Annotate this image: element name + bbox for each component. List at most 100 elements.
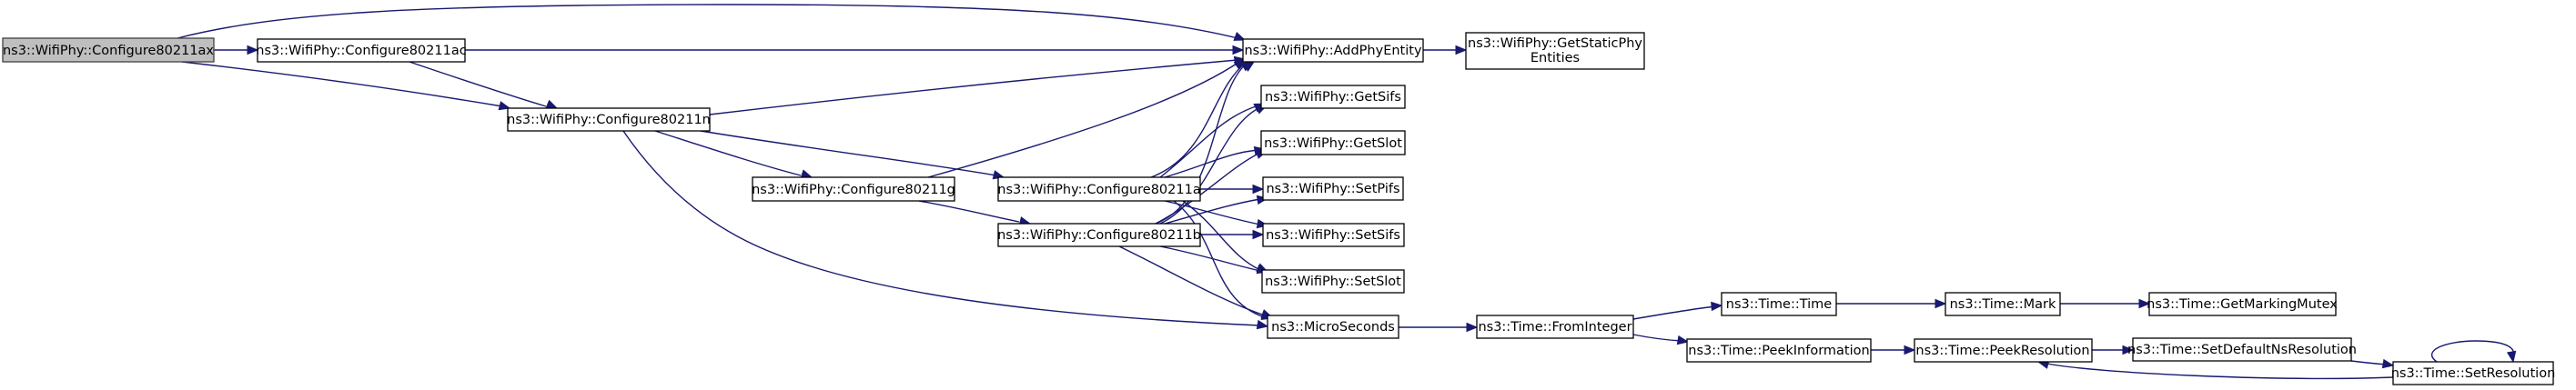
edge-mark-to-getmarkingmutex [2060,298,2151,309]
edge-setresolution-to-peekresolution [2036,359,2394,380]
node-peekinformation[interactable]: ns3::Time::PeekInformation [1686,338,1872,363]
node-label: ns3::WifiPhy::Configure80211n [507,113,711,127]
node-label: ns3::Time::GetMarkingMutex [2147,297,2338,312]
node-configure80211a[interactable]: ns3::WifiPhy::Configure80211a [997,176,1201,202]
node-setdefaultnsresolution[interactable]: ns3::Time::SetDefaultNsResolution [2127,337,2357,362]
edge-configure80211ax-to-configure80211n [181,61,511,111]
node-getstaticphyentities[interactable]: ns3::WifiPhy::GetStaticPhy Entities [1465,32,1645,70]
edge-configure80211ac-to-addphyentity [465,45,1245,55]
node-label: ns3::WifiPhy::Configure80211g [752,183,955,197]
edge-configure80211n-to-addphyentity [709,55,1247,115]
edge-line [1155,152,1261,225]
arrowhead-icon [1232,45,1245,55]
node-label: ns3::Time::Mark [1950,297,2056,312]
edge-line [1632,305,1716,320]
edge-line [409,61,547,107]
edge-configure80211g-to-configure80211b [918,200,1032,226]
edge-peekresolution-to-setdefaultnsresolution [2092,345,2135,355]
node-configure80211n[interactable]: ns3::WifiPhy::Configure80211n [507,107,711,132]
node-label: ns3::Time::SetDefaultNsResolution [2127,343,2357,357]
node-label: ns3::WifiPhy::AddPhyEntity [1244,44,1421,58]
edge-line [622,130,1261,326]
node-getslot[interactable]: ns3::WifiPhy::GetSlot [1260,130,1406,155]
edge-line [1632,334,1682,342]
edge-configure80211a-to-addphyentity [1150,61,1254,178]
arrowhead-icon [2506,350,2517,364]
node-label: ns3::WifiPhy::Configure80211ac [256,44,466,58]
edge-line [1164,149,1259,178]
edge-line [1118,245,1266,316]
node-label: ns3::Time::SetResolution [2391,366,2556,381]
edge-line [1182,200,1261,271]
arrowhead-icon [1252,184,1265,195]
edge-timetime-to-mark [1836,298,1947,309]
edge-configure80211n-to-configure80211a [700,130,1005,180]
arrowhead-icon [1256,319,1269,330]
arrowhead-icon [1904,345,1916,355]
arrowhead-icon [1466,322,1479,333]
node-label: ns3::Time::Time [1726,297,1833,312]
node-label-line2: Entities [1530,51,1580,65]
edge-setdefaultnsresolution-to-setresolution [2350,358,2395,369]
arrowhead-icon [2381,358,2395,369]
edge-line [709,59,1238,115]
edge-line [2046,363,2394,380]
node-configure80211ax[interactable]: ns3::WifiPhy::Configure80211ax [2,37,215,63]
node-time-time[interactable]: ns3::Time::Time [1721,292,1837,316]
call-graph-edges [177,4,2517,380]
node-getmarkingmutex[interactable]: ns3::Time::GetMarkingMutex [2147,292,2338,316]
edge-line [2350,360,2388,365]
arrowhead-icon [2138,298,2151,309]
node-setpifs[interactable]: ns3::WifiPhy::SetPifs [1262,176,1404,201]
node-addphyentity[interactable]: ns3::WifiPhy::AddPhyEntity [1242,38,1424,63]
edge-line [700,130,997,176]
edge-addphyentity-to-getstaticphyentities [1423,45,1468,55]
edge-line [1164,198,1261,225]
edge-configure80211g-to-addphyentity [927,59,1247,178]
node-configure80211g[interactable]: ns3::WifiPhy::Configure80211g [752,176,955,202]
edge-line [918,200,1020,223]
arrowhead-icon [1242,61,1256,72]
edge-configure80211b-to-setsifs [1200,229,1265,240]
arrowhead-icon [545,99,559,109]
arrowhead-icon [1711,301,1723,312]
node-microseconds[interactable]: ns3::MicroSeconds [1267,315,1399,339]
node-mark[interactable]: ns3::Time::Mark [1945,292,2061,316]
node-setslot[interactable]: ns3::WifiPhy::SetSlot [1261,269,1405,294]
node-setresolution[interactable]: ns3::Time::SetResolution [2391,361,2556,385]
arrowhead-icon [1676,335,1690,345]
node-label: ns3::WifiPhy::Configure80211ax [3,44,214,58]
edge-line [177,4,1238,39]
node-peekresolution[interactable]: ns3::Time::PeekResolution [1914,338,2093,363]
arrowhead-icon [2122,345,2135,355]
edge-configure80211b-to-microseconds [1118,245,1274,318]
edge-setresolution-to-setresolution [2430,340,2517,364]
node-configure80211b[interactable]: ns3::WifiPhy::Configure80211b [997,223,1201,247]
edge-configure80211a-to-setpifs [1200,184,1265,195]
edge-line [1173,200,1266,318]
edge-configure80211n-to-microseconds [622,130,1269,330]
edge-configure80211n-to-configure80211g [654,130,813,179]
node-frominteger[interactable]: ns3::Time::FromInteger [1476,315,1634,339]
arrowhead-icon [1252,229,1265,240]
node-setsifs[interactable]: ns3::WifiPhy::SetSifs [1262,223,1405,247]
edge-line [1150,61,1248,178]
edge-configure80211ax-to-addphyentity [177,4,1247,41]
edge-line [181,61,503,107]
arrowhead-icon [1233,32,1247,41]
arrowhead-icon [498,101,511,111]
edge-configure80211a-to-microseconds [1173,200,1274,321]
edge-line [2430,340,2515,363]
node-configure80211ac[interactable]: ns3::WifiPhy::Configure80211ac [256,38,467,63]
node-label: ns3::WifiPhy::Configure80211b [997,228,1201,243]
edge-frominteger-to-timetime [1632,301,1723,320]
node-label: ns3::Time::PeekInformation [1688,344,1869,358]
node-label: ns3::WifiPhy::SetPifs [1266,182,1399,196]
node-label: ns3::WifiPhy::Configure80211a [997,183,1200,197]
arrowhead-icon [247,45,259,55]
node-getsifs[interactable]: ns3::WifiPhy::GetSifs [1260,85,1406,109]
node-label: ns3::Time::PeekResolution [1915,344,2089,358]
node-label: ns3::MicroSeconds [1271,320,1395,335]
arrowhead-icon [1455,45,1468,55]
